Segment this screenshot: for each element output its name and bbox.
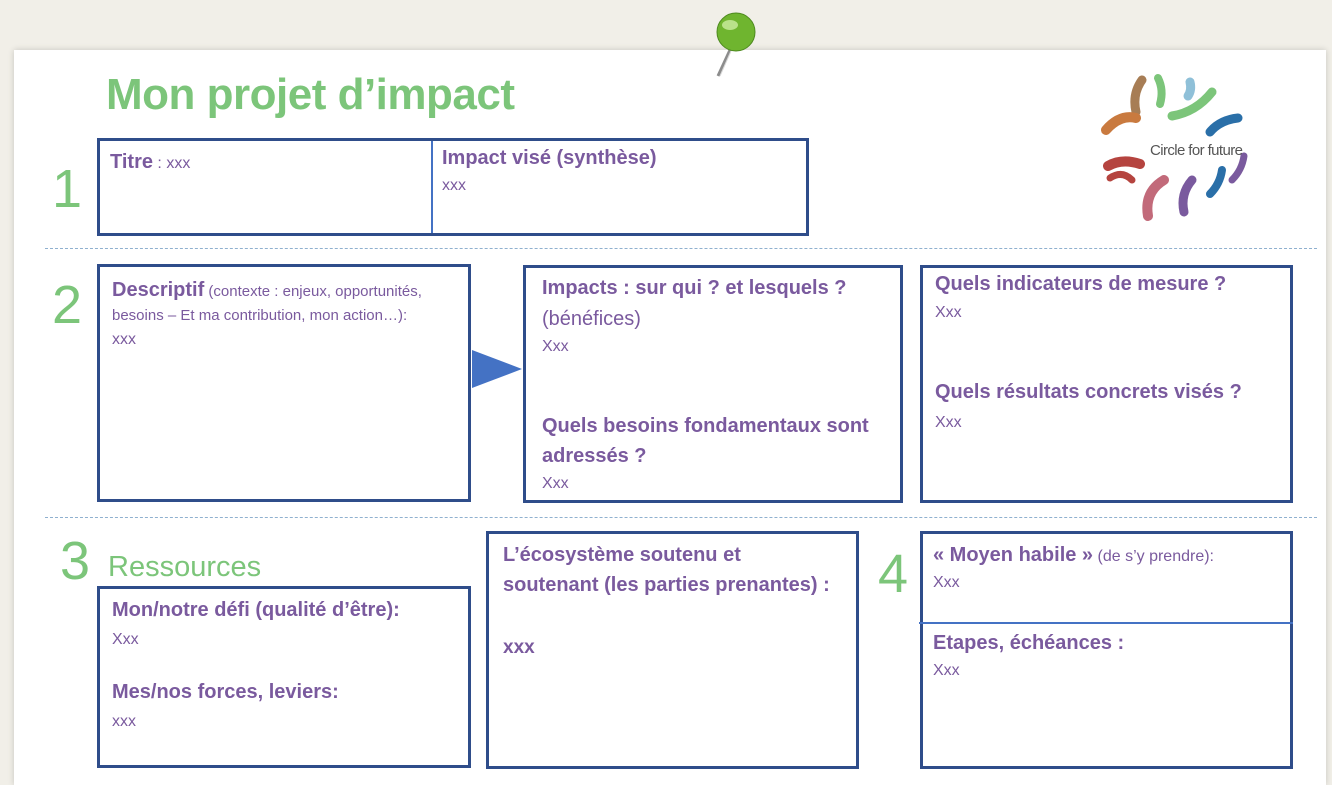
titre-label: Titre bbox=[110, 151, 153, 173]
separator-1 bbox=[45, 248, 1317, 249]
descriptif-line1: Descriptif (contexte : enjeux, opportuni… bbox=[112, 279, 422, 302]
section-number-1: 1 bbox=[52, 159, 83, 219]
section-number-2: 2 bbox=[52, 275, 83, 335]
moyen-value: Xxx bbox=[933, 574, 960, 591]
impacts-box: Impacts : sur qui ? et lesquels ? (bénéf… bbox=[523, 265, 903, 503]
descriptif-label: Descriptif bbox=[112, 279, 205, 301]
ecosysteme-label-2: soutenant (les parties prenantes) : bbox=[503, 574, 830, 596]
descriptif-value: xxx bbox=[112, 331, 136, 348]
moyen-label: « Moyen habile » bbox=[933, 544, 1094, 566]
moyen-box: « Moyen habile » (de s’y prendre): Xxx E… bbox=[919, 531, 1293, 769]
moyen-line: « Moyen habile » (de s’y prendre): bbox=[933, 544, 1214, 567]
section1-box: Titre : xxx Impact visé (synthèse) xxx bbox=[97, 138, 809, 236]
defi-label: Mon/notre défi (qualité d’être): bbox=[112, 599, 400, 621]
etapes-label: Etapes, échéances : bbox=[933, 632, 1125, 654]
section4-divider bbox=[919, 622, 1293, 624]
indicateurs-label: Quels indicateurs de mesure ? bbox=[935, 273, 1227, 295]
indicateurs-value: Xxx bbox=[935, 304, 962, 321]
arrow-right-icon bbox=[472, 350, 522, 388]
section-number-4: 4 bbox=[878, 544, 909, 604]
descriptif-box: Descriptif (contexte : enjeux, opportuni… bbox=[97, 264, 471, 502]
etapes-value: Xxx bbox=[933, 662, 960, 679]
pushpin-icon bbox=[716, 12, 756, 77]
logo-text: Circle for future bbox=[1150, 142, 1243, 159]
descriptif-hint-1: (contexte : enjeux, opportunités, bbox=[204, 283, 422, 300]
titre-field: Titre : xxx bbox=[110, 151, 190, 174]
besoins-label-1: Quels besoins fondamentaux sont bbox=[542, 415, 869, 437]
separator-2 bbox=[45, 517, 1317, 518]
logo-icon bbox=[1101, 74, 1248, 221]
impacts-value: Xxx bbox=[542, 338, 569, 355]
ressources-box: Mon/notre défi (qualité d’être): Xxx Mes… bbox=[97, 586, 471, 768]
ressources-heading: Ressources bbox=[108, 551, 262, 583]
ecosysteme-box: L’écosystème soutenu et soutenant (les p… bbox=[486, 531, 859, 769]
resultats-value: Xxx bbox=[935, 414, 962, 431]
besoins-value: Xxx bbox=[542, 475, 569, 492]
defi-value: Xxx bbox=[112, 631, 139, 648]
descriptif-hint-2: besoins – Et ma contribution, mon action… bbox=[112, 307, 408, 324]
ecosysteme-value: xxx bbox=[503, 637, 535, 658]
impacts-sub: (bénéfices) bbox=[542, 308, 641, 330]
impact-vise-value: xxx bbox=[442, 177, 466, 194]
impacts-label: Impacts : sur qui ? et lesquels ? bbox=[542, 277, 847, 299]
circle-for-future-logo: Circle for future bbox=[1092, 72, 1254, 228]
section1-divider bbox=[431, 141, 433, 233]
resultats-label: Quels résultats concrets visés ? bbox=[935, 381, 1242, 403]
impact-vise-label: Impact visé (synthèse) bbox=[442, 147, 657, 169]
page-title: Mon projet d’impact bbox=[106, 70, 515, 119]
section-number-3: 3 bbox=[60, 531, 91, 591]
forces-label: Mes/nos forces, leviers: bbox=[112, 681, 339, 703]
besoins-label-2: adressés ? bbox=[542, 445, 647, 467]
ecosysteme-label-1: L’écosystème soutenu et bbox=[503, 544, 741, 566]
moyen-hint: (de s’y prendre): bbox=[1093, 548, 1215, 565]
indicateurs-box: Quels indicateurs de mesure ? Xxx Quels … bbox=[920, 265, 1293, 503]
titre-value: : xxx bbox=[152, 155, 191, 172]
forces-value: xxx bbox=[112, 713, 136, 730]
